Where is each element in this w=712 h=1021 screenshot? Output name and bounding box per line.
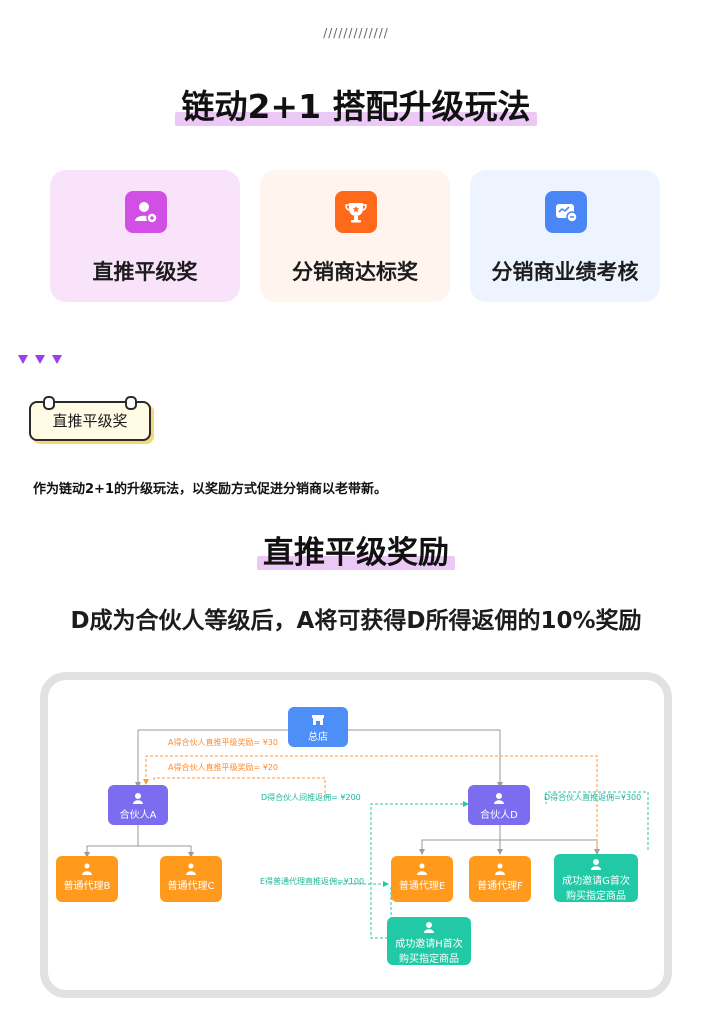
node-label-line1: 成功邀请H首次 xyxy=(395,939,463,950)
main-title-text: 链动2+1 搭配升级玩法 xyxy=(181,87,531,126)
reward-flow-diagram: 总店 A得合伙人直推平级奖励= ¥30 A得合伙人直推平级奖励= ¥20 D得合… xyxy=(40,672,672,998)
label-e-direct-100: E得普通代理直推返佣=¥100 xyxy=(260,877,365,886)
section-title-wrap: 直推平级奖励 xyxy=(0,527,712,572)
decorative-slashes: ///////////// xyxy=(323,26,389,40)
tag-ring-icon xyxy=(43,396,55,410)
card-label: 分销商达标奖 xyxy=(292,260,418,284)
chart-ticket-icon xyxy=(545,191,587,233)
node-label: 普通代理F xyxy=(477,881,523,892)
store-icon xyxy=(312,715,324,725)
section-title-highlight xyxy=(257,556,455,570)
title-highlight xyxy=(175,112,537,126)
node-label-line1: 成功邀请G首次 xyxy=(562,876,630,887)
node-label: 普通代理E xyxy=(398,881,446,892)
group-icon xyxy=(186,863,196,875)
diagram-connectors xyxy=(84,729,649,939)
card-label: 分销商业绩考核 xyxy=(491,260,639,284)
node-label: 普通代理C xyxy=(167,881,215,892)
section-subtitle: D成为合伙人等级后，A将可获得D所得返佣的10%奖励 xyxy=(70,608,642,634)
user-icon xyxy=(494,793,504,804)
group-icon xyxy=(417,863,427,875)
node-label: 总店 xyxy=(308,732,328,743)
label-d-indirect-200: D得合伙人间推返佣= ¥200 xyxy=(261,793,361,802)
card-distributor-target-reward[interactable]: 分销商达标奖 xyxy=(260,170,450,302)
node-agent-f: 普通代理F xyxy=(469,856,531,902)
tag-ring-icon xyxy=(125,396,137,410)
label-a-reward-20: A得合伙人直推平级奖励= ¥20 xyxy=(168,763,278,772)
card-direct-peer-reward[interactable]: 直推平级奖 xyxy=(50,170,240,302)
section-title: 直推平级奖励 xyxy=(257,527,455,572)
node-agent-c: 普通代理C xyxy=(160,856,222,902)
section-tag-text: 直推平级奖 xyxy=(52,412,128,430)
node-invite-h: 成功邀请H首次 购买指定商品¥500 xyxy=(387,917,471,976)
node-label: 合伙人D xyxy=(480,810,518,821)
node-label: 合伙人A xyxy=(119,810,157,821)
user-icon xyxy=(424,922,434,933)
trophy-icon xyxy=(335,191,377,233)
user-icon xyxy=(133,793,143,804)
section-title-text: 直推平级奖励 xyxy=(263,535,449,571)
main-title: 链动2+1 搭配升级玩法 xyxy=(175,80,537,128)
node-agent-e: 普通代理E xyxy=(391,856,453,902)
card-label: 直推平级奖 xyxy=(92,260,198,284)
triangle-arrows-icon xyxy=(18,355,62,364)
group-icon xyxy=(495,863,505,875)
card-distributor-performance-review[interactable]: 分销商业绩考核 xyxy=(470,170,660,302)
node-label-line2: 购买指定商品¥500 xyxy=(566,891,626,913)
user-icon xyxy=(591,859,601,870)
label-a-reward-30: A得合伙人直推平级奖励= ¥30 xyxy=(168,738,278,747)
node-partner-d: 合伙人D xyxy=(468,785,530,825)
node-label-line2: 购买指定商品¥500 xyxy=(399,954,459,976)
node-invite-g: 成功邀请G首次 购买指定商品¥500 xyxy=(554,854,638,913)
label-d-direct-300: D得合伙人直推返佣=¥300 xyxy=(544,793,642,802)
node-label: 普通代理B xyxy=(63,881,111,892)
node-agent-b: 普通代理B xyxy=(56,856,118,902)
section-description: 作为链动2+1的升级玩法，以奖励方式促进分销商以老带新。 xyxy=(33,482,387,497)
main-title-wrap: 链动2+1 搭配升级玩法 xyxy=(0,80,712,128)
node-partner-a: 合伙人A xyxy=(108,785,168,825)
group-icon xyxy=(82,863,92,875)
node-hq: 总店 xyxy=(288,707,348,747)
section-tag: 直推平级奖 xyxy=(29,396,151,441)
user-badge-icon xyxy=(125,191,167,233)
